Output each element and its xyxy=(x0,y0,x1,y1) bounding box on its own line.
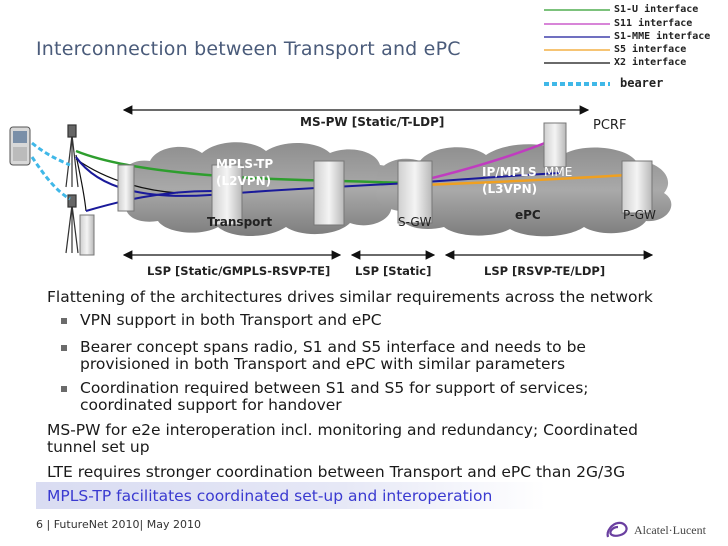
bullet-mpls-tp: MPLS-TP facilitates coordinated set-up a… xyxy=(47,487,493,505)
lsp-left-label: LSP [Static/GMPLS-RSVP-TE] xyxy=(147,264,331,278)
mpls-tp-label: MPLS-TP (L2VPN) xyxy=(216,157,274,188)
bullet-coordination-line1: Coordination required between S1 and S5 … xyxy=(80,379,589,397)
bullet-flattening: Flattening of the architectures drives s… xyxy=(47,288,653,306)
radio-tower-top-icon xyxy=(65,124,79,188)
pcrf-label: PCRF xyxy=(593,118,627,133)
bullet-lte: LTE requires stronger coordination betwe… xyxy=(47,463,626,481)
transport-node-icon xyxy=(211,164,243,226)
transport-label: Transport xyxy=(207,215,273,229)
bullet-marker xyxy=(61,386,67,392)
pcrf-node-icon xyxy=(543,122,567,168)
legend-label-s1mme: S1-MME interface xyxy=(614,31,711,42)
highlight-band xyxy=(36,482,546,509)
radio-tower-bottom-icon xyxy=(65,194,79,254)
bullet-vpn-support: VPN support in both Transport and ePC xyxy=(80,311,382,329)
epc-label: ePC xyxy=(515,208,541,222)
sgw-node-icon xyxy=(397,160,433,224)
sgw-label: S-GW xyxy=(398,215,432,229)
lsp-right-label: LSP [RSVP-TE/LDP] xyxy=(484,264,606,278)
company-logo: Alcatel·Lucent xyxy=(604,521,706,539)
legend-lines xyxy=(544,9,610,86)
page-title: Interconnection between Transport and eP… xyxy=(36,38,461,60)
legend-label-x2: X2 interface xyxy=(614,57,687,68)
bullet-ms-pw-line2: tunnel set up xyxy=(47,438,150,456)
bullet-ms-pw-line1: MS-PW for e2e interoperation incl. monit… xyxy=(47,421,638,439)
ms-pw-label: MS-PW [Static/T-LDP] xyxy=(300,115,445,129)
footer-text: 6 | FutureNet 2010| May 2010 xyxy=(36,518,201,531)
lsp-mid-label: LSP [Static] xyxy=(355,264,432,278)
bullet-marker xyxy=(61,345,67,351)
ip-mpls-label: IP/MPLS (L3VPN) xyxy=(482,165,538,196)
bullet-bearer-line1: Bearer concept spans radio, S1 and S5 in… xyxy=(80,338,586,356)
legend-label-s11: S11 interface xyxy=(614,18,693,29)
transport-edge-node-icon xyxy=(313,160,345,226)
pgw-node-icon xyxy=(621,160,653,214)
logo-text: Alcatel·Lucent xyxy=(634,522,706,537)
alcatel-lucent-logo-icon xyxy=(606,521,628,538)
mme-label: MME xyxy=(544,165,573,179)
base-station-icon xyxy=(79,214,95,256)
phone-icon xyxy=(9,126,31,166)
legend-label-s1u: S1-U interface xyxy=(614,4,699,15)
aggregation-switch-icon xyxy=(117,164,135,212)
pgw-label: P-GW xyxy=(623,208,656,222)
epc-cloud xyxy=(376,144,672,237)
legend-label-s5: S5 interface xyxy=(614,44,687,55)
bullet-marker xyxy=(61,318,67,324)
bullet-coordination-line2: coordinated support for handover xyxy=(80,396,342,414)
bullet-bearer-line2: provisioned in both Transport and ePC wi… xyxy=(80,355,566,373)
legend-label-bearer: bearer xyxy=(620,76,664,90)
network-diagram xyxy=(9,105,672,260)
